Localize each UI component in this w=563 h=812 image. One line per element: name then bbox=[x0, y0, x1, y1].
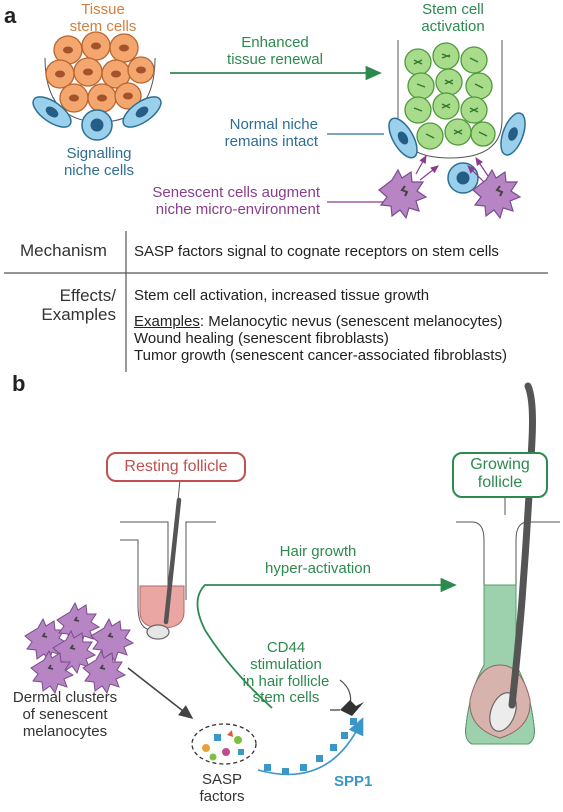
mechanism-header: Mechanism bbox=[20, 241, 107, 260]
resting-follicle-box: Resting follicle bbox=[106, 452, 246, 482]
panel-a-label: a bbox=[4, 3, 17, 28]
effects-text: Stem cell activation, increased tissue g… bbox=[134, 287, 430, 304]
growing-follicle-drawing bbox=[456, 382, 560, 745]
signalling-niche-cells bbox=[32, 96, 162, 141]
mechanism-text: SASP factors signal to cognate receptors… bbox=[134, 243, 499, 260]
examples-line-1: Examples: Melanocytic nevus (senescent m… bbox=[134, 313, 503, 330]
right-niche-cluster bbox=[378, 40, 526, 220]
cd44-receptor bbox=[330, 679, 364, 716]
examples-line-3: Tumor growth (senescent cancer-associate… bbox=[134, 347, 507, 364]
effects-header: Effects/Examples bbox=[41, 286, 116, 325]
resting-box-leader bbox=[177, 479, 181, 501]
panel-b-label: b bbox=[12, 371, 26, 396]
spp1-arrow bbox=[257, 717, 364, 776]
senescent-cells-a bbox=[378, 168, 522, 220]
spp1-particles bbox=[264, 718, 357, 775]
dermal-to-sasp-arrow bbox=[127, 667, 194, 719]
resting-follicle-drawing bbox=[120, 497, 216, 640]
sasp-factors-cluster bbox=[191, 723, 257, 765]
left-niche-cluster bbox=[32, 31, 162, 141]
examples-line-2: Wound healing (senescent fibroblasts) bbox=[134, 330, 389, 347]
spp1-label: SPP1 bbox=[334, 773, 373, 790]
dermal-senescent-clusters bbox=[24, 601, 135, 695]
hair-growth-arrow bbox=[196, 577, 457, 709]
